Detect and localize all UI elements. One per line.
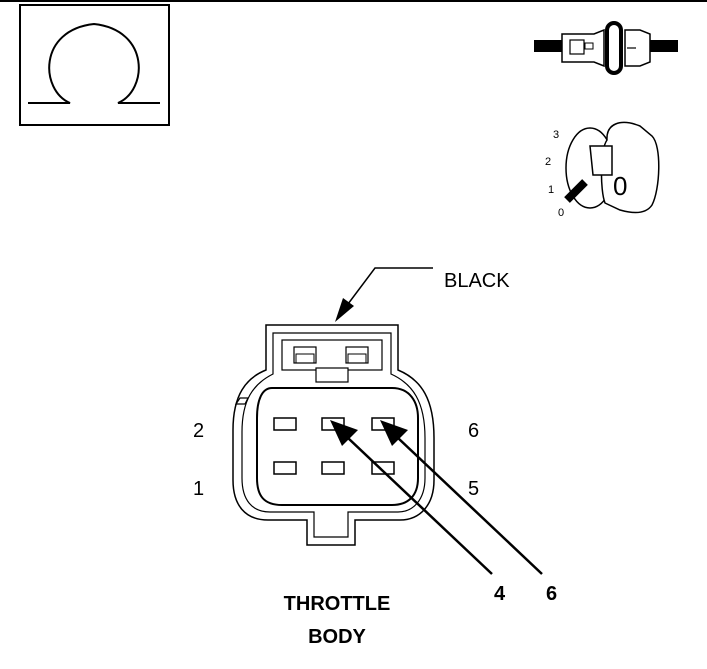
pin-cavity-1 (273, 461, 297, 475)
pin-label-5: 5 (468, 478, 479, 500)
ignition-key-off-icon: 3 2 1 0 0 (545, 121, 660, 219)
probe-label-6: 6 (546, 583, 557, 605)
pin-cavity-3 (321, 461, 345, 475)
ignition-position-2: 2 (545, 156, 551, 168)
pin-label-2: 2 (193, 420, 204, 442)
ignition-key-label: 0 (613, 171, 627, 201)
connector-color-label: BLACK (444, 270, 510, 292)
top-border (0, 0, 707, 2)
ignition-position-3: 3 (553, 129, 559, 141)
omega-icon (19, 4, 170, 126)
disconnected-connector-icon (534, 21, 678, 75)
probe-arrow-4 (330, 420, 493, 575)
pin-cavity-4 (321, 417, 345, 431)
pin-label-1: 1 (193, 478, 204, 500)
connector-name-line2: BODY (308, 626, 366, 648)
probe-label-4: 4 (494, 583, 506, 605)
probe-arrow-6 (380, 420, 543, 575)
color-callout: BLACK (335, 267, 510, 322)
pin-cavity-6 (371, 417, 395, 431)
ignition-position-0: 0 (558, 207, 564, 219)
pin-cavity-5 (371, 461, 395, 475)
connector-name-line1: THROTTLE (284, 593, 391, 615)
ignition-position-1: 1 (548, 184, 554, 196)
pin-label-6: 6 (468, 420, 479, 442)
throttle-body-connector (232, 324, 435, 546)
pin-cavity-2 (273, 417, 297, 431)
